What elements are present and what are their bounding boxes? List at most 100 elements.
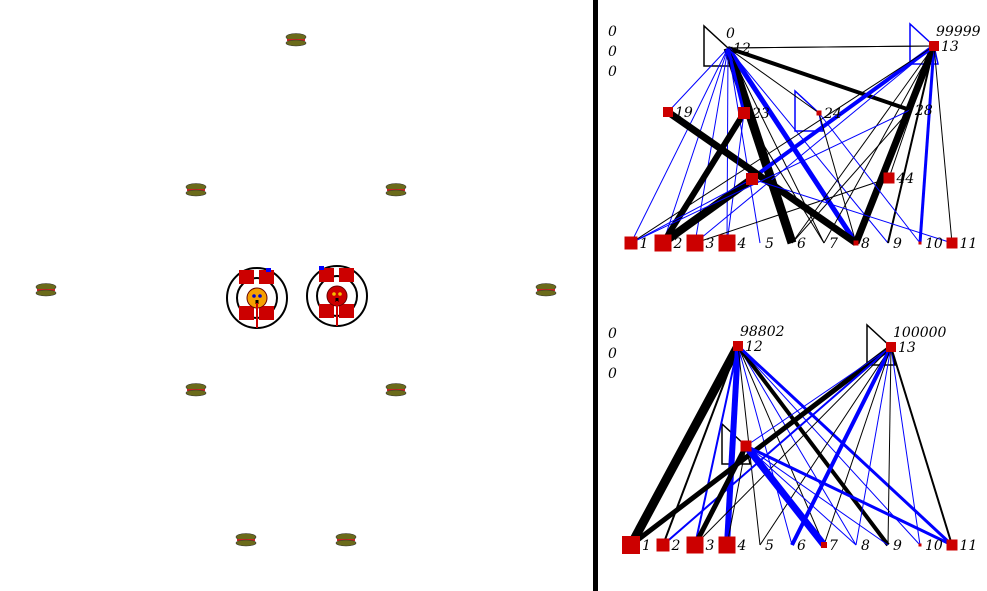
connection-edge xyxy=(743,443,827,548)
connection-edge xyxy=(759,346,892,546)
neuron-label: 44 xyxy=(896,171,915,187)
neuron-label: 3 xyxy=(706,236,715,252)
food-bottom xyxy=(535,289,557,297)
connection-edge xyxy=(818,112,921,244)
neuron-node xyxy=(746,173,758,185)
food-item xyxy=(35,283,57,297)
neuron-node xyxy=(918,543,922,547)
counter-value: 0 xyxy=(608,366,617,382)
food-bottom xyxy=(35,289,57,297)
simulation-world xyxy=(35,33,557,547)
robot-eye xyxy=(332,292,336,296)
food-item xyxy=(385,383,407,397)
neuron-label: 4 xyxy=(737,538,747,554)
counter-value: 0 xyxy=(608,64,617,80)
neuron-node xyxy=(740,440,752,452)
neuron-node xyxy=(654,234,672,252)
robot-orange xyxy=(226,267,288,329)
connection-edge xyxy=(890,346,921,546)
connection-edge xyxy=(918,45,936,244)
connection-edge xyxy=(694,177,890,244)
connection-edge xyxy=(887,346,892,546)
neuron-label: 3 xyxy=(706,538,715,554)
connection-edge xyxy=(823,346,892,546)
connection-edge xyxy=(745,346,892,447)
neuron-node xyxy=(663,107,673,117)
connection-edge xyxy=(660,175,755,247)
connection-edge xyxy=(662,47,729,244)
connection-edge xyxy=(723,46,797,245)
robot-mouth xyxy=(335,298,339,302)
robot-eye xyxy=(252,294,256,298)
robot-eye xyxy=(338,292,342,296)
connection-edge xyxy=(855,346,892,546)
neuron-label: 7 xyxy=(829,538,838,554)
neuron-label: 23 xyxy=(751,106,770,122)
robot-sensor xyxy=(319,304,334,318)
neuron-label: 8 xyxy=(861,538,870,554)
neuron-label: 13 xyxy=(941,39,959,55)
neuron-label: 9 xyxy=(893,538,902,554)
counter-value: 0 xyxy=(608,24,617,40)
food-bottom xyxy=(235,539,257,547)
connection-edge xyxy=(724,345,741,546)
connection-edge xyxy=(736,344,890,547)
connection-edge xyxy=(751,178,953,244)
robot-red xyxy=(306,265,368,327)
food-item xyxy=(335,533,357,547)
neuron-label: 8 xyxy=(861,236,870,252)
food-item xyxy=(535,283,557,297)
neuron-label: 5 xyxy=(765,538,774,554)
counter-value: 0 xyxy=(608,326,617,342)
connection-edge xyxy=(630,178,753,244)
connection-edge xyxy=(737,345,921,546)
neuron-label: 13 xyxy=(898,340,916,356)
connection-edge xyxy=(745,445,857,546)
neuron-label: 9 xyxy=(893,236,902,252)
connection-edge xyxy=(727,45,935,49)
output-value: 100000 xyxy=(893,325,947,341)
food-item xyxy=(185,183,207,197)
connection-edge xyxy=(736,344,954,547)
neuron-node xyxy=(718,536,736,554)
neuron-node xyxy=(624,236,638,250)
food-item xyxy=(385,183,407,197)
food-bottom xyxy=(385,189,407,197)
connection-edge xyxy=(727,46,911,112)
neuron-node xyxy=(718,234,736,252)
connection-edge xyxy=(694,45,935,244)
connection-edge xyxy=(630,109,911,244)
connection-edge xyxy=(727,47,761,244)
robot-mouth xyxy=(255,300,259,304)
connection-edge xyxy=(745,445,889,546)
connection-edge xyxy=(692,444,749,547)
connection-edge xyxy=(630,47,729,244)
connection-edge xyxy=(725,46,859,245)
neuron-node xyxy=(886,342,896,352)
robot-eye xyxy=(258,294,262,298)
neuron-node xyxy=(929,41,939,51)
neuron-node xyxy=(622,536,640,554)
connection-edge xyxy=(727,47,820,114)
food-item xyxy=(285,33,307,47)
counter-value: 0 xyxy=(608,346,617,362)
connection-edge xyxy=(694,346,892,546)
panel-divider xyxy=(593,0,598,591)
connection-edge xyxy=(791,109,911,244)
connection-edge xyxy=(743,112,825,244)
connection-edge xyxy=(726,47,729,244)
neuron-label: 28 xyxy=(914,103,933,119)
output-value: 99999 xyxy=(936,24,981,40)
neuron-label: 2 xyxy=(673,236,683,252)
neuron-label: 6 xyxy=(797,538,806,554)
connection-edge xyxy=(726,112,745,244)
food-bottom xyxy=(335,539,357,547)
robot-sensor xyxy=(239,270,254,284)
food-item xyxy=(185,383,207,397)
neuron-node xyxy=(816,110,822,116)
neuron-label: 19 xyxy=(675,105,693,121)
connection-edge xyxy=(887,45,935,244)
neuron-label: 6 xyxy=(797,236,806,252)
connection-edge xyxy=(665,109,859,246)
